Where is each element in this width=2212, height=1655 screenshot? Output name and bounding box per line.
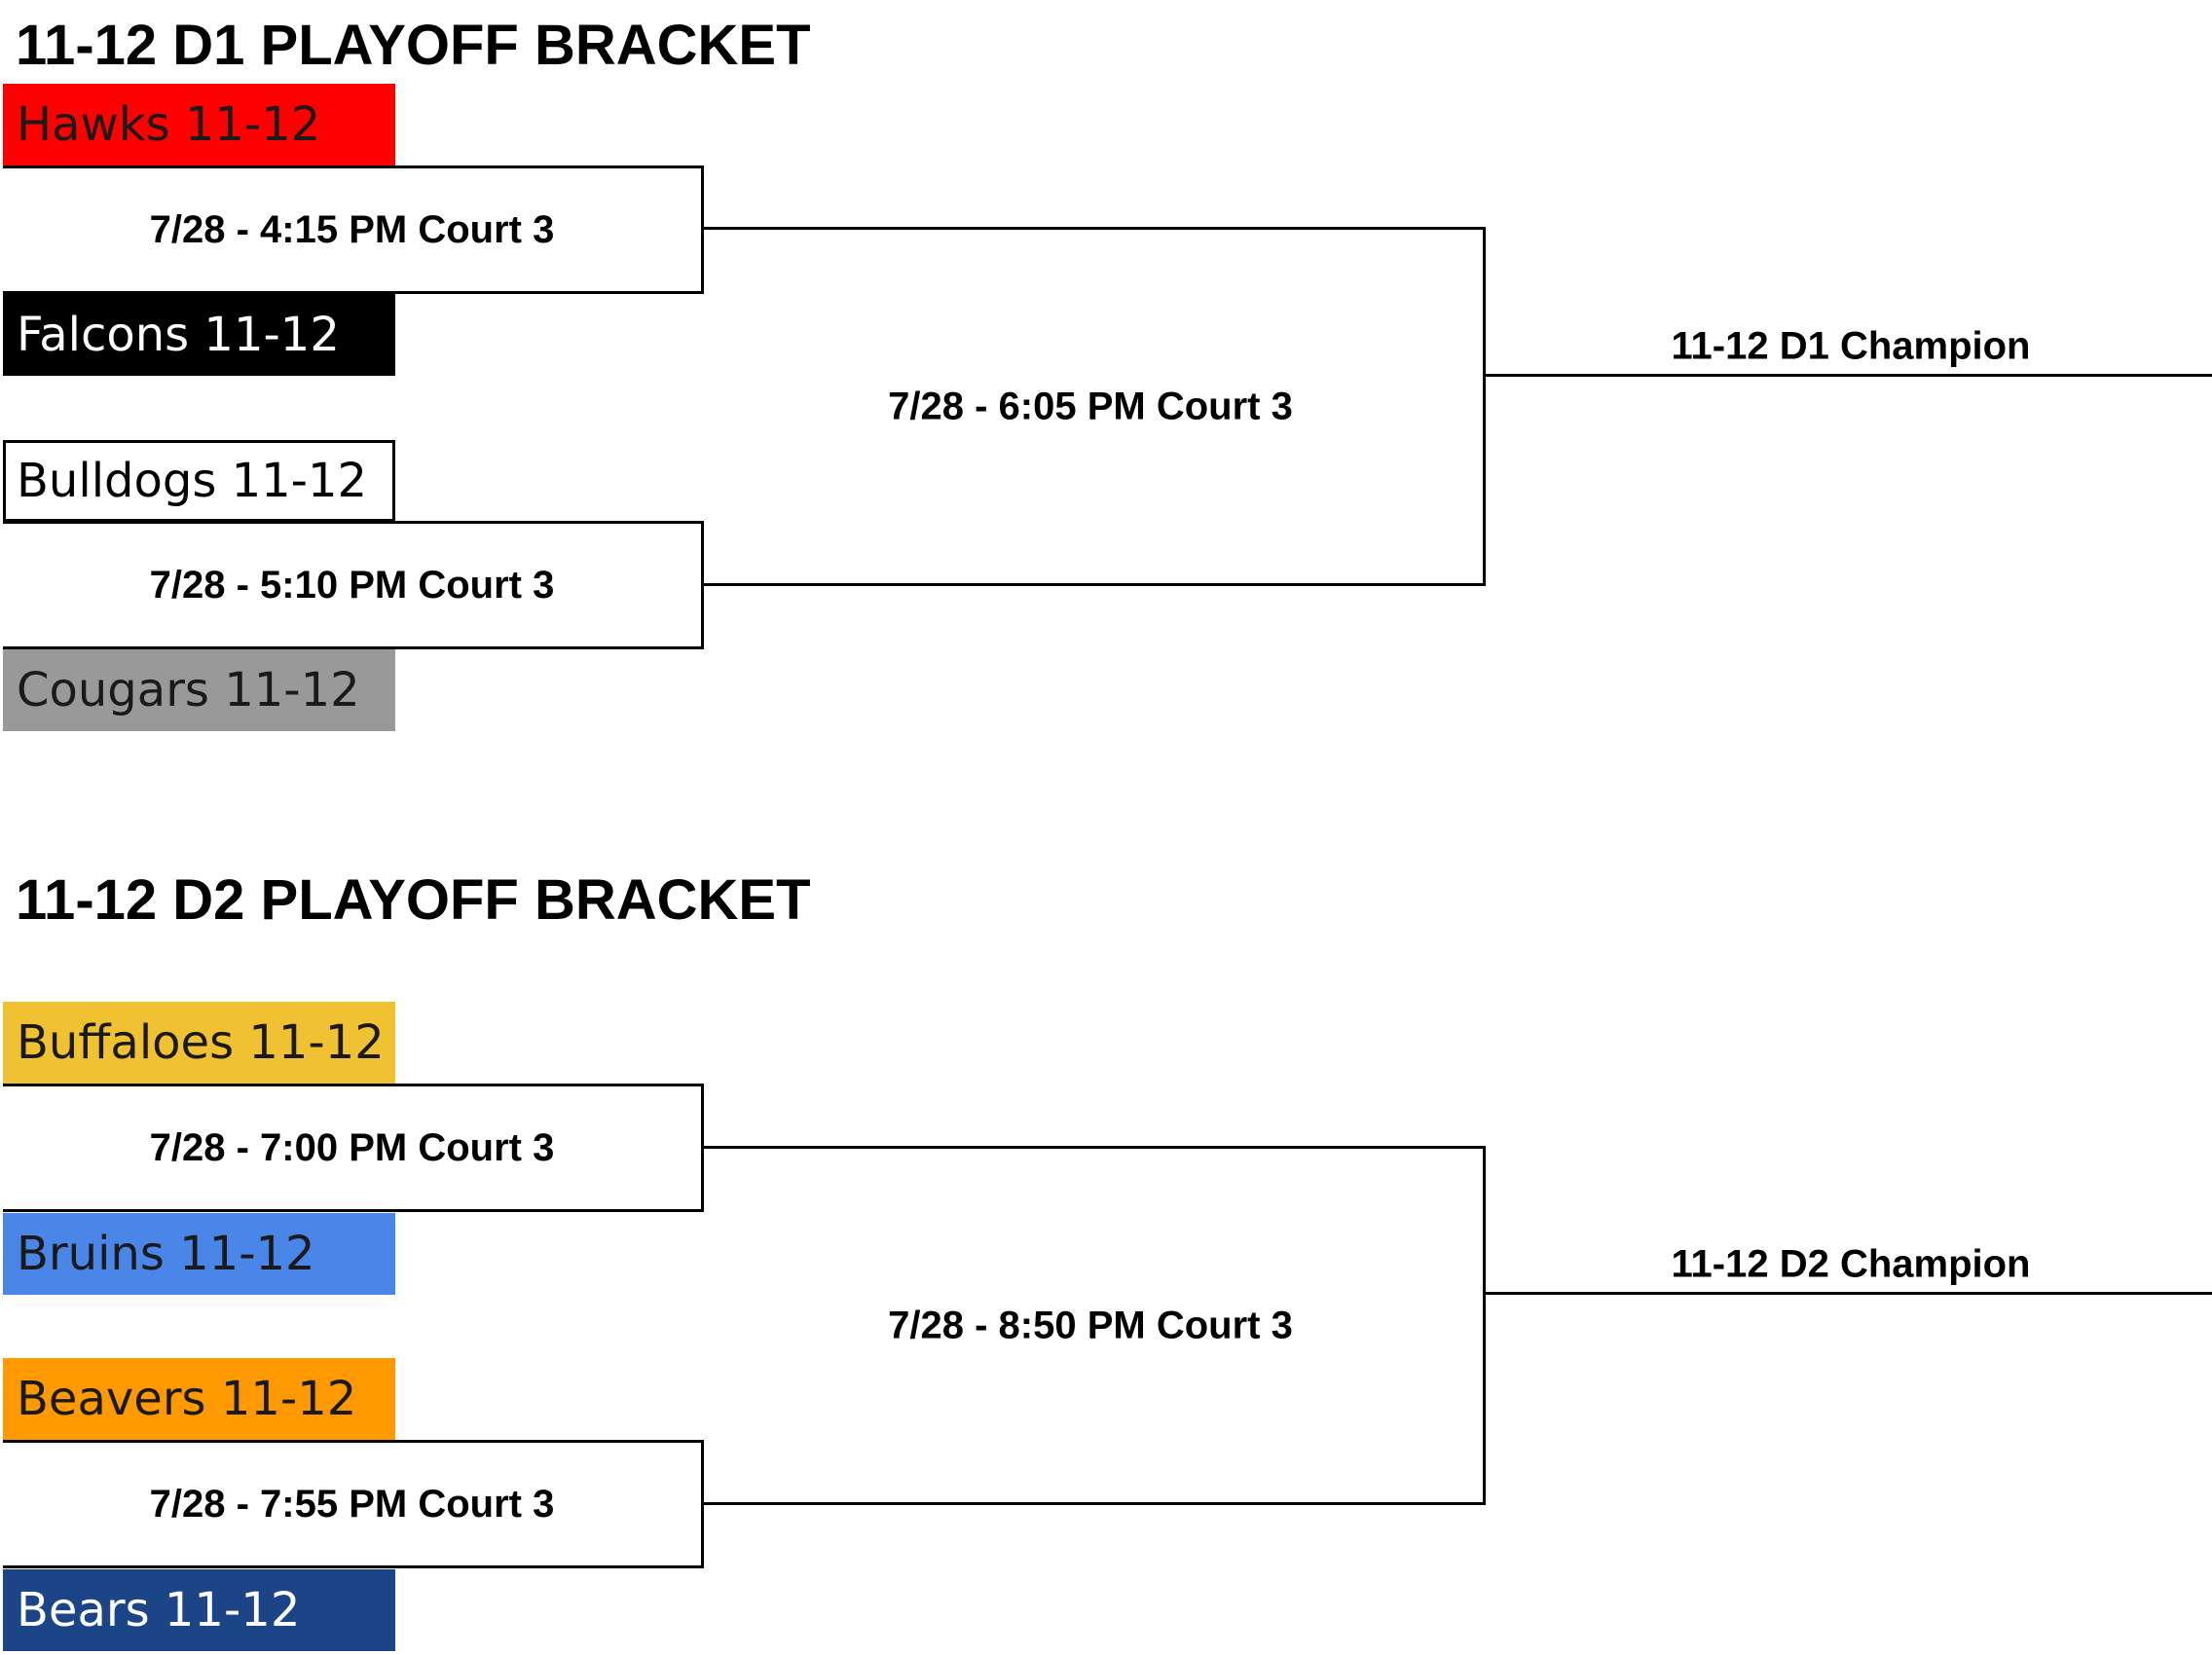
- game-box: 7/28 - 7:00 PM Court 3: [3, 1084, 704, 1212]
- champion-line: [1483, 1292, 2212, 1295]
- bracket-connector: [701, 583, 1486, 586]
- team-slot: Hawks 11-12: [3, 84, 395, 166]
- final-game-label: 7/28 - 8:50 PM Court 3: [888, 1304, 1293, 1347]
- team-slot: Bears 11-12: [3, 1569, 395, 1651]
- champion-line: [1483, 374, 2212, 377]
- champion-label: 11-12 D1 Champion: [1671, 324, 2031, 368]
- game-time-label: 7/28 - 7:00 PM Court 3: [149, 1125, 555, 1169]
- bracket-connector: [701, 1502, 1486, 1505]
- team-name: Bulldogs 11-12: [17, 454, 368, 508]
- team-name: Bruins 11-12: [17, 1227, 315, 1281]
- game-box: 7/28 - 4:15 PM Court 3: [3, 166, 704, 294]
- game-time-label: 7/28 - 7:55 PM Court 3: [149, 1482, 555, 1526]
- bracket-title: 11-12 D1 PLAYOFF BRACKET: [16, 14, 811, 77]
- team-slot: Buffaloes 11-12: [3, 1002, 395, 1084]
- team-name: Beavers 11-12: [17, 1372, 357, 1426]
- bracket-connector: [1483, 227, 1486, 586]
- game-time-label: 7/28 - 4:15 PM Court 3: [149, 207, 555, 251]
- bracket-title: 11-12 D2 PLAYOFF BRACKET: [16, 868, 811, 932]
- game-box: 7/28 - 5:10 PM Court 3: [3, 521, 704, 649]
- team-name: Falcons 11-12: [17, 308, 340, 362]
- champion-label: 11-12 D2 Champion: [1671, 1242, 2031, 1286]
- bracket-connector: [1483, 1146, 1486, 1505]
- team-slot: Falcons 11-12: [3, 294, 395, 376]
- team-name: Buffaloes 11-12: [17, 1015, 385, 1070]
- team-name: Hawks 11-12: [17, 97, 321, 152]
- game-box: 7/28 - 7:55 PM Court 3: [3, 1440, 704, 1568]
- bracket-connector: [701, 1146, 1486, 1149]
- team-name: Cougars 11-12: [17, 663, 360, 717]
- final-game-label: 7/28 - 6:05 PM Court 3: [888, 385, 1293, 428]
- game-time-label: 7/28 - 5:10 PM Court 3: [149, 563, 555, 607]
- bracket-connector: [701, 227, 1486, 230]
- team-slot: Bruins 11-12: [3, 1213, 395, 1295]
- team-slot: Beavers 11-12: [3, 1358, 395, 1440]
- team-slot: Cougars 11-12: [3, 649, 395, 731]
- team-slot: Bulldogs 11-12: [3, 440, 395, 522]
- team-name: Bears 11-12: [17, 1583, 301, 1637]
